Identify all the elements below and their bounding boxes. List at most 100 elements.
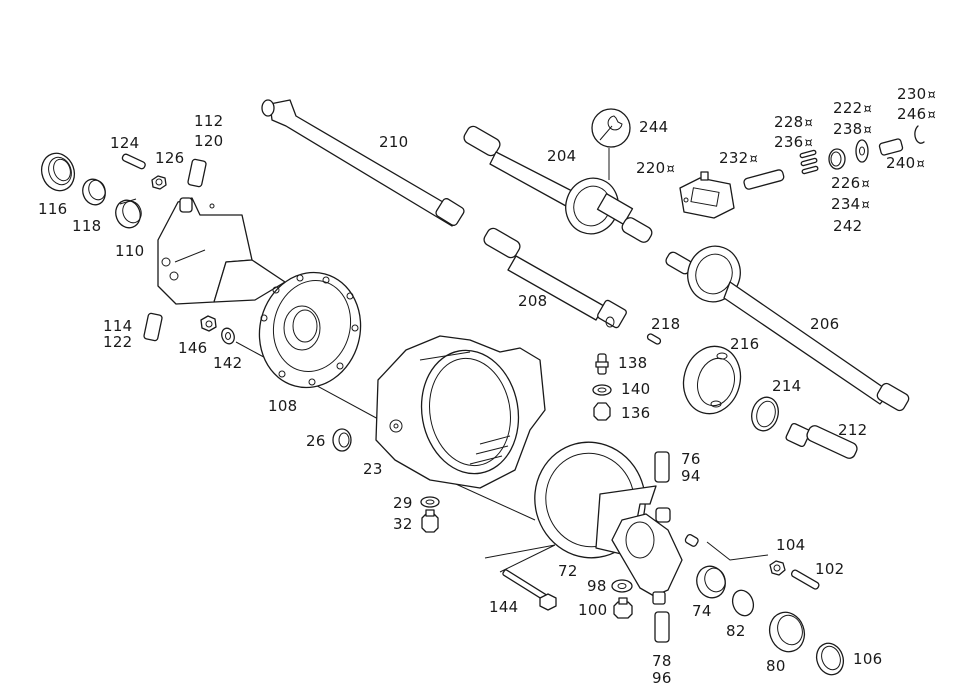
callout-98: 98 (587, 577, 607, 595)
callout-238: 238¤ (833, 121, 872, 139)
callout-222-number: 222 (833, 99, 863, 117)
part-106-seal-ring (815, 642, 845, 676)
callout-26: 26 (306, 432, 326, 450)
callout-218: 218 (651, 315, 681, 333)
callout-216: 216 (730, 335, 760, 353)
part-102-stud (790, 569, 820, 590)
part-76-pin (654, 451, 670, 483)
part-74-bushing (696, 565, 726, 599)
part-104-nut (769, 560, 786, 576)
callout-220: 220¤ (636, 160, 675, 178)
marker-icon: ¤ (927, 88, 937, 103)
callout-246: 246¤ (897, 106, 936, 124)
marker-icon: ¤ (927, 108, 937, 123)
marker-icon: ¤ (666, 162, 676, 177)
part-112-pin (187, 158, 207, 188)
callout-114: 114 (103, 317, 133, 335)
part-72-axle-housing-right (534, 441, 699, 605)
callout-112: 112 (194, 112, 224, 130)
part-78-pin (654, 611, 670, 643)
marker-icon: ¤ (749, 152, 759, 167)
callout-208: 208 (518, 292, 548, 310)
part-204-joint-shaft (463, 125, 653, 243)
part-144-bolt (502, 569, 557, 611)
part-98-washer (611, 579, 633, 593)
part-116-seal (40, 152, 76, 192)
part-222-bushing (828, 148, 846, 170)
callout-234-number: 234 (831, 195, 861, 213)
callout-110: 110 (115, 242, 145, 260)
part-210-axle-shaft (261, 99, 465, 227)
part-220-yoke (679, 171, 735, 219)
part-232-pin (743, 169, 785, 190)
callout-236: 236¤ (774, 134, 813, 152)
callout-76: 76 (681, 450, 701, 468)
leader-104 (706, 541, 769, 561)
callout-222: 222¤ (833, 100, 872, 118)
callout-204: 204 (547, 147, 577, 165)
leader-144 (484, 544, 556, 573)
callout-80: 80 (766, 657, 786, 675)
part-230-circlip (914, 125, 925, 144)
callout-122: 122 (103, 333, 133, 351)
callout-29: 29 (393, 494, 413, 512)
callout-226: 226¤ (831, 175, 870, 193)
marker-icon: ¤ (863, 123, 873, 138)
marker-icon: ¤ (916, 157, 926, 172)
marker-icon: ¤ (861, 177, 871, 192)
wrench-icon (591, 108, 631, 148)
callout-118: 118 (72, 217, 102, 235)
part-82-bushing (731, 589, 755, 617)
callout-212: 212 (838, 421, 868, 439)
part-136-plug (593, 402, 611, 421)
part-142-washer (221, 327, 235, 345)
part-124-grease-nipple (121, 153, 146, 170)
callout-238-number: 238 (833, 120, 863, 138)
callout-120: 120 (194, 132, 224, 150)
part-138-breather (595, 353, 609, 375)
marker-icon: ¤ (804, 136, 814, 151)
part-23-center-housing (375, 335, 546, 489)
part-110-bushing (115, 198, 142, 229)
callout-104: 104 (776, 536, 806, 554)
part-214-seal (751, 396, 779, 432)
callout-142: 142 (213, 354, 243, 372)
callout-206: 206 (810, 315, 840, 333)
part-118-bushing (82, 178, 106, 206)
part-126-nut (151, 175, 167, 190)
marker-icon: ¤ (804, 116, 814, 131)
callout-146: 146 (178, 339, 208, 357)
callout-140: 140 (621, 380, 651, 398)
callout-244: 244 (639, 118, 669, 136)
callout-230: 230¤ (897, 86, 936, 104)
callout-138: 138 (618, 354, 648, 372)
part-108-axle-housing-left (157, 197, 362, 389)
part-32-plug (421, 509, 439, 533)
part-208-axle-shaft (483, 227, 627, 329)
callout-126: 126 (155, 149, 185, 167)
callout-220-number: 220 (636, 159, 666, 177)
marker-icon: ¤ (863, 102, 873, 117)
callout-242: 242 (833, 217, 863, 235)
part-146-nut (200, 315, 217, 332)
callout-246-number: 246 (897, 105, 927, 123)
callout-100: 100 (578, 601, 608, 619)
part-80-seal (768, 611, 806, 653)
callout-72: 72 (558, 562, 578, 580)
callout-108: 108 (268, 397, 298, 415)
callout-214: 214 (772, 377, 802, 395)
part-216-joint-housing (682, 345, 742, 415)
callout-210: 210 (379, 133, 409, 151)
callout-234: 234¤ (831, 196, 870, 214)
callout-106: 106 (853, 650, 883, 668)
part-238-washer (855, 139, 869, 163)
callout-240-number: 240 (886, 154, 916, 172)
callout-136: 136 (621, 404, 651, 422)
callout-230-number: 230 (897, 85, 927, 103)
part-140-washer (592, 384, 612, 396)
callout-102: 102 (815, 560, 845, 578)
callout-240: 240¤ (886, 155, 925, 173)
callout-226-number: 226 (831, 174, 861, 192)
part-218-pin (646, 333, 662, 345)
